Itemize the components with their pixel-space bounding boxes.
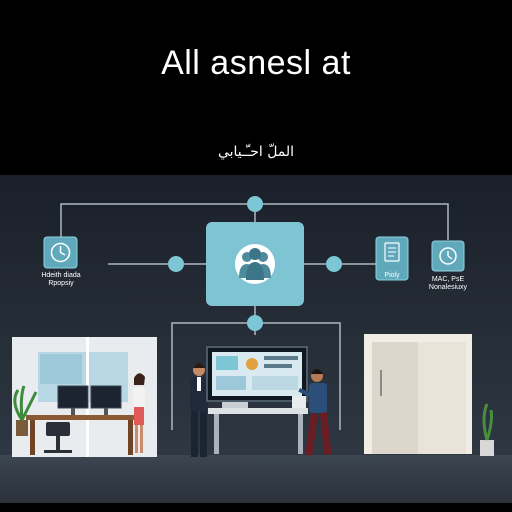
left-node-label-line1: Hdeith diada <box>41 272 81 279</box>
floor <box>0 455 512 512</box>
right-b-node-label-line1: MAC, PsE <box>431 276 465 283</box>
clock-icon <box>50 242 71 263</box>
woman-figure <box>133 373 145 453</box>
left-node-label-line2: Rpopsiy <box>48 280 74 287</box>
right-node-a <box>375 236 409 281</box>
left-office <box>12 337 157 457</box>
right-room <box>364 334 472 454</box>
right-b-node-label-line2: Nonalesiuxy <box>428 284 468 291</box>
man-presenting-figure <box>298 369 332 456</box>
main-title: All asnesl at <box>161 44 351 82</box>
left-node-label: Hdeith diada Rpopsiy <box>30 272 92 288</box>
meeting-table <box>208 396 308 454</box>
people-icon <box>235 244 275 284</box>
right-a-node-label: Pioly <box>384 272 400 279</box>
connector-dots <box>168 196 342 331</box>
right-b-node-label: MAC, PsE Nonalesiuxy <box>424 276 472 292</box>
document-icon <box>384 242 400 262</box>
subtitle-arabic: الملّ احـّـيابي <box>217 144 295 160</box>
shield-clock-icon <box>439 247 457 265</box>
presentation-screen <box>206 346 308 402</box>
plant-right <box>480 403 494 456</box>
bottom-band <box>0 503 512 512</box>
